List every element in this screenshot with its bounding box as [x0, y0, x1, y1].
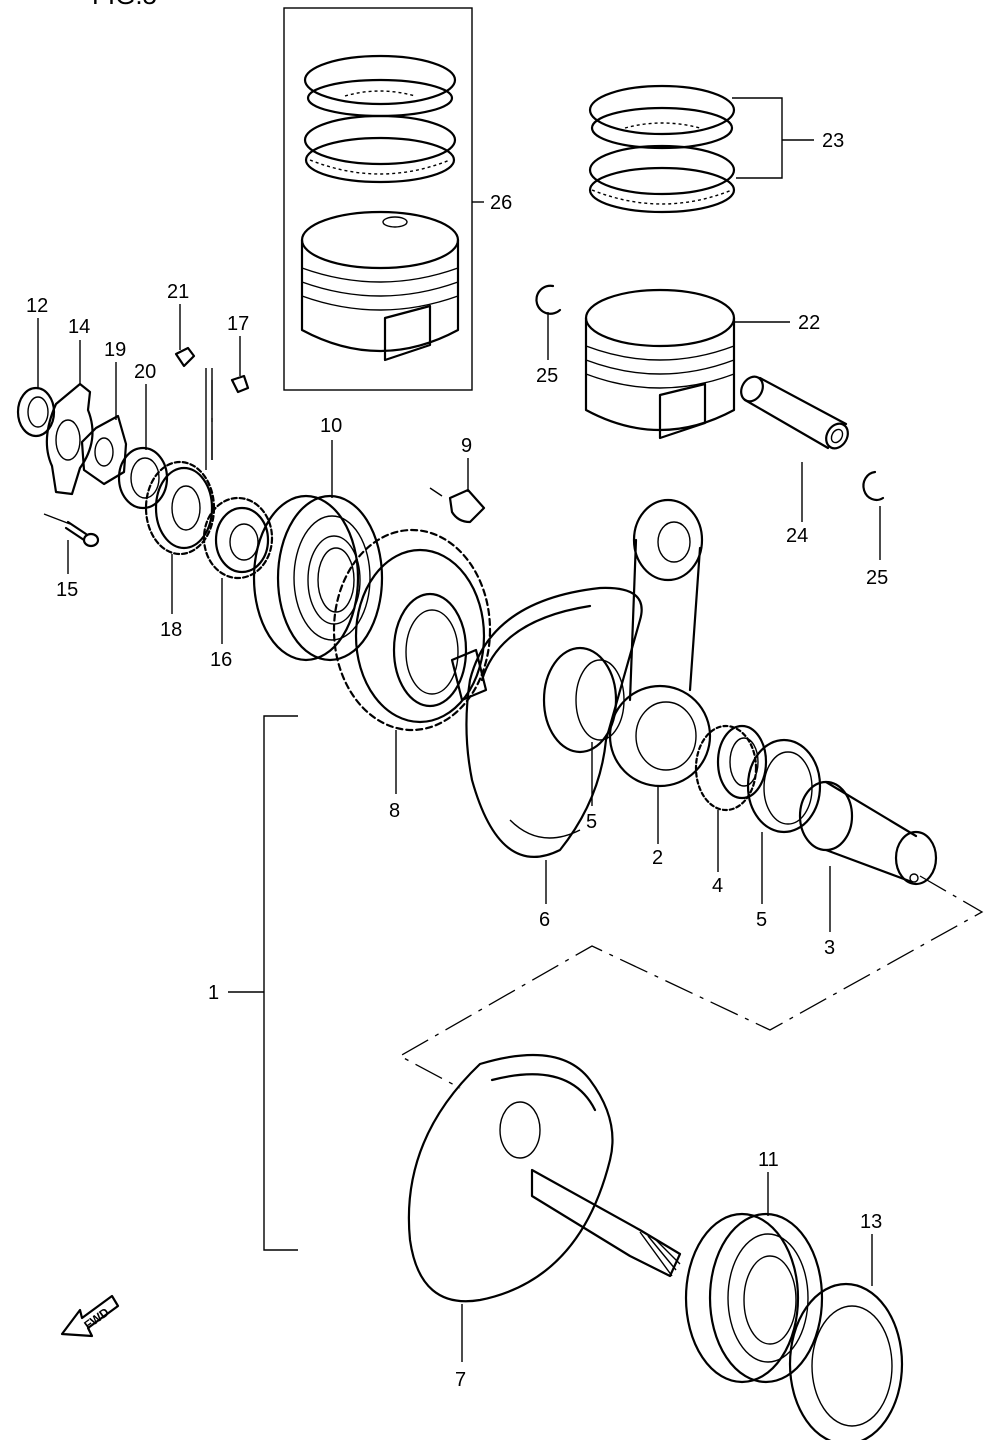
- lock-washer-drawing: [45, 382, 94, 496]
- fwd-arrow-icon: FWD: [60, 1294, 120, 1338]
- callout-26: 26: [490, 192, 512, 214]
- washer-drawing: [117, 446, 169, 510]
- piston-kit-drawing: [300, 210, 460, 362]
- svg-text:FWD: FWD: [81, 1305, 112, 1333]
- callout-2: 2: [652, 847, 663, 869]
- drive-gear-drawing: [144, 460, 216, 556]
- conrod-drawing: [608, 498, 712, 788]
- crankshaft-right-drawing: [407, 1054, 682, 1303]
- callout-9: 9: [461, 435, 472, 457]
- key-small-drawing: [230, 374, 250, 394]
- crankshaft-left-drawing: [450, 586, 643, 859]
- callout-23: 23: [822, 130, 844, 152]
- callout-25-left: 25: [536, 365, 558, 387]
- circlip-left-drawing: [535, 284, 562, 315]
- callout-5-inner: 5: [586, 811, 597, 833]
- circlip-right-drawing: [862, 470, 885, 501]
- callout-5-outer: 5: [756, 909, 767, 931]
- oil-seal-right-drawing: [788, 1282, 904, 1440]
- crank-pin-drawing: [798, 780, 938, 886]
- callout-8: 8: [389, 800, 400, 822]
- leader-lines: [37, 139, 881, 1362]
- callout-24: 24: [786, 525, 808, 547]
- balancer-gear-drawing: [202, 496, 274, 580]
- piston-rings-kit-drawing: [303, 54, 457, 184]
- callout-16: 16: [210, 649, 232, 671]
- callout-25-right: 25: [866, 567, 888, 589]
- callout-13: 13: [860, 1211, 882, 1233]
- callout-22: 22: [798, 312, 820, 334]
- key-drawing: [174, 346, 213, 470]
- piston-rings-drawing: [588, 84, 783, 214]
- callout-14: 14: [68, 316, 90, 338]
- callout-20: 20: [134, 361, 156, 383]
- assembly-bracket: [263, 715, 298, 1251]
- piston-pin-drawing: [740, 375, 849, 450]
- plug-drawing: [429, 487, 486, 524]
- callout-7: 7: [455, 1369, 466, 1391]
- nut-drawing: [80, 414, 128, 486]
- piston-kit-box: [283, 7, 473, 391]
- callout-4: 4: [712, 875, 723, 897]
- callout-labels: 26 23 22 24 25 25 12 14 19 20 21 17 15 1…: [26, 130, 888, 1391]
- primary-gear-drawing: [332, 528, 492, 732]
- callout-19: 19: [104, 339, 126, 361]
- callout-21: 21: [167, 281, 189, 303]
- bearing-left-drawing: [252, 494, 384, 662]
- projection-lines: [211, 380, 984, 1089]
- callout-6: 6: [539, 909, 550, 931]
- needle-bearing-drawing: [694, 724, 768, 812]
- oil-seal-drawing: [16, 386, 56, 438]
- screw-drawing: [43, 513, 100, 548]
- callout-15: 15: [56, 579, 78, 601]
- callout-18: 18: [160, 619, 182, 641]
- callout-10: 10: [320, 415, 342, 437]
- bearing-right-drawing: [684, 1212, 824, 1384]
- callout-1: 1: [208, 982, 219, 1004]
- callout-3: 3: [824, 937, 835, 959]
- callout-12: 12: [26, 295, 48, 317]
- callout-11: 11: [758, 1149, 779, 1171]
- callout-17: 17: [227, 313, 249, 335]
- piston-drawing: [584, 288, 736, 440]
- figure-title: FIG.5: [92, 0, 157, 10]
